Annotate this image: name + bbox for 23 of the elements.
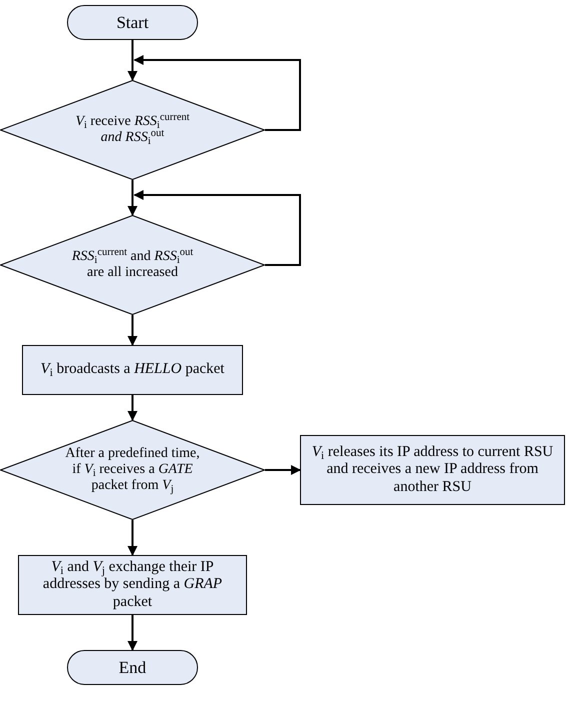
process-box bbox=[300, 435, 565, 505]
arrow bbox=[128, 520, 138, 556]
node-label: End bbox=[118, 658, 146, 678]
arrow bbox=[134, 55, 301, 131]
node-label: V$_{i}$ and V$_{j}$ exchange their IP addresses by sending a GRAP packet bbox=[42, 559, 224, 611]
arrow bbox=[128, 615, 138, 651]
arrow bbox=[265, 465, 301, 475]
decision-diamond bbox=[0, 215, 265, 315]
arrow bbox=[134, 190, 301, 266]
decision-diamond bbox=[0, 420, 265, 520]
process-box bbox=[22, 345, 243, 395]
node-label: V$_{i}$ releases its IP address to current RSU and receives a new IP address from another RSU bbox=[310, 444, 554, 496]
terminal-box bbox=[67, 5, 198, 40]
node-label: Start bbox=[116, 12, 149, 32]
arrow bbox=[128, 40, 138, 81]
terminal-box bbox=[67, 650, 198, 685]
node-label: V$_{i}$ broadcasts a HELLO packet bbox=[40, 361, 224, 379]
node-label: After a predefined time, if V$_{i}$ receives a GATE packet from V$_{j}$ bbox=[64, 446, 201, 494]
arrow bbox=[128, 395, 138, 421]
arrow bbox=[128, 180, 138, 216]
arrow bbox=[128, 315, 138, 346]
decision-diamond bbox=[0, 80, 265, 180]
process-box bbox=[18, 555, 247, 615]
